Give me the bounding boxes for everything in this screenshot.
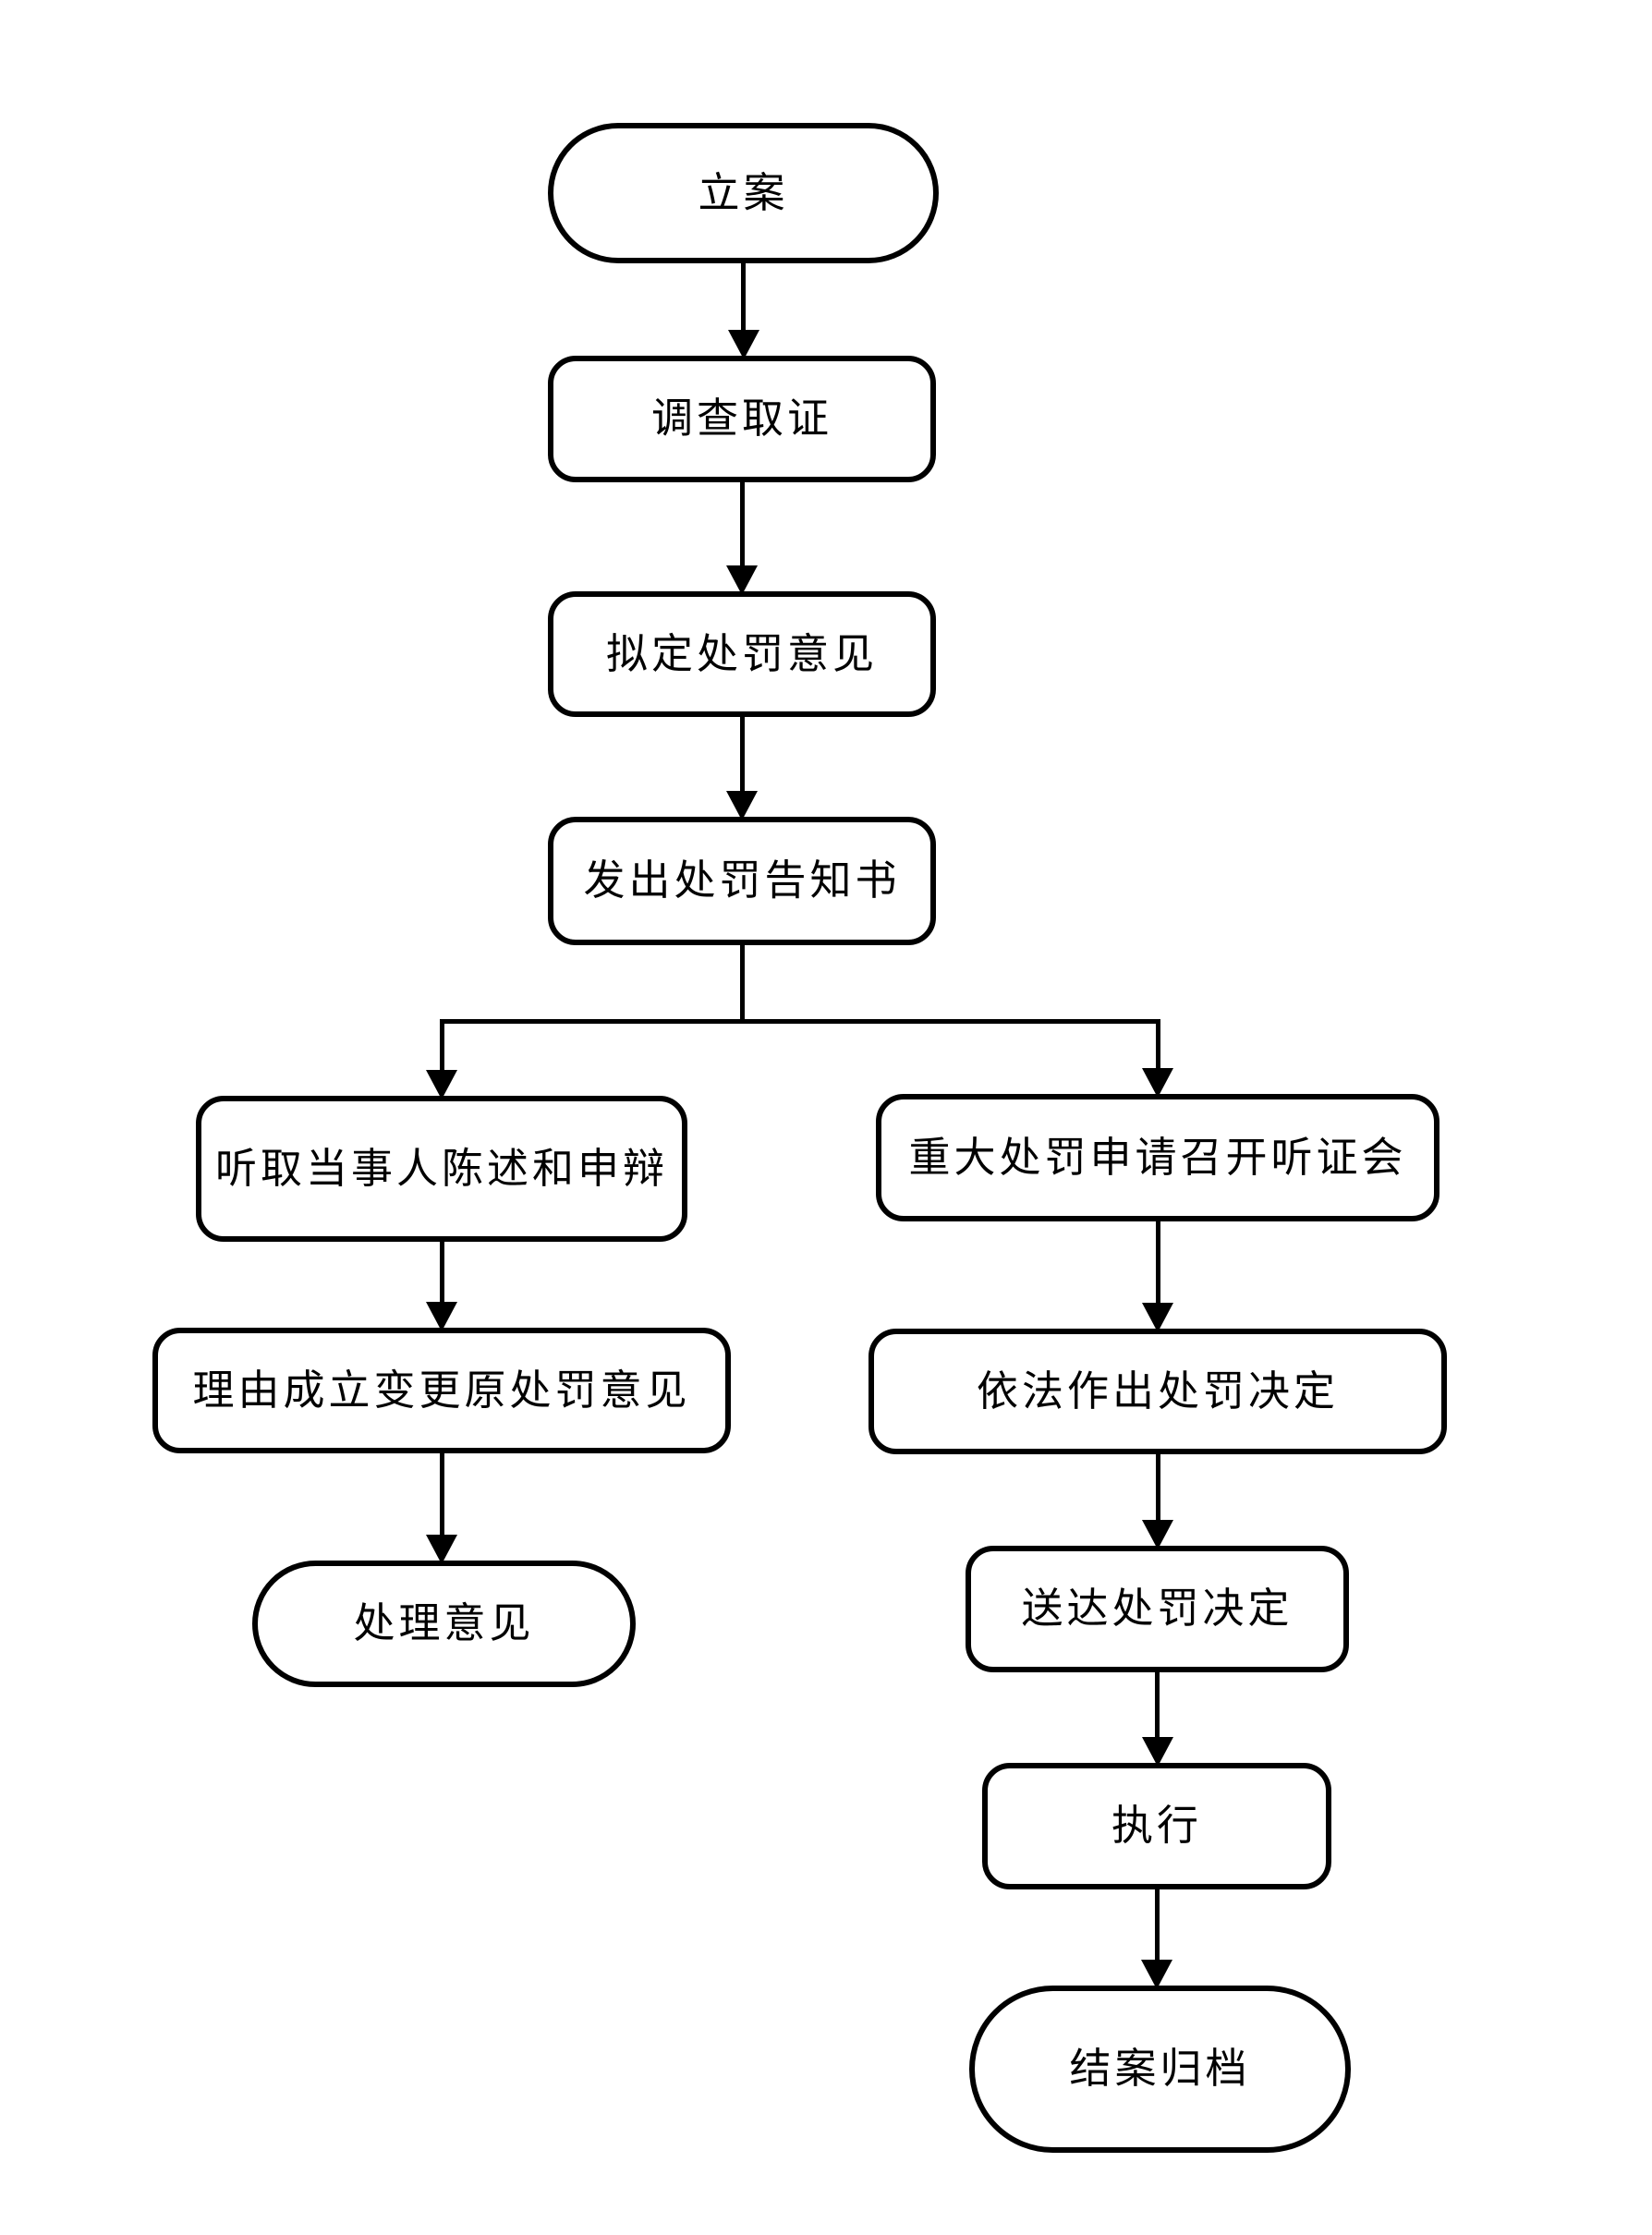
node-make-penalty-decision-label: 依法作出处罚决定 xyxy=(976,1367,1339,1415)
node-hear-statement-defense: 听取当事人陈述和申辩 xyxy=(196,1096,687,1242)
edge-line xyxy=(739,715,745,791)
arrowhead-icon xyxy=(426,1302,457,1331)
node-investigation-label: 调查取证 xyxy=(650,395,832,442)
node-deliver-decision-label: 送达处罚决定 xyxy=(1021,1585,1294,1632)
node-make-penalty-decision: 依法作出处罚决定 xyxy=(869,1329,1447,1454)
node-execute-label: 执行 xyxy=(1111,1803,1202,1849)
node-close-archive-label: 结案归档 xyxy=(1069,2046,1251,2092)
node-major-penalty-hearing-label: 重大处罚申请召开听证会 xyxy=(908,1134,1407,1181)
arrowhead-icon xyxy=(1142,1520,1173,1549)
arrowhead-icon xyxy=(726,791,758,820)
node-resolution-opinion: 处理意见 xyxy=(252,1561,636,1687)
node-resolution-opinion-label: 处理意见 xyxy=(353,1600,535,1646)
arrowhead-icon xyxy=(1141,1960,1172,1989)
edge-line xyxy=(1155,1452,1160,1520)
node-issue-penalty-notice: 发出处罚告知书 xyxy=(548,817,936,945)
node-investigation: 调查取证 xyxy=(548,356,936,482)
node-draft-penalty-opinion: 拟定处罚意见 xyxy=(548,591,936,717)
edge-line xyxy=(741,261,746,330)
edge-line xyxy=(1155,1220,1160,1303)
arrowhead-icon xyxy=(727,330,759,359)
node-major-penalty-hearing: 重大处罚申请召开听证会 xyxy=(876,1094,1439,1221)
edge-line xyxy=(739,480,745,565)
branch-drop-line xyxy=(1155,1019,1160,1068)
branch-drop-line xyxy=(439,1019,444,1070)
edge-line xyxy=(439,1240,444,1302)
arrowhead-icon xyxy=(726,565,758,595)
edge-line xyxy=(1155,1670,1160,1737)
node-close-archive: 结案归档 xyxy=(969,1986,1351,2153)
node-hear-statement-defense-label: 听取当事人陈述和申辩 xyxy=(214,1145,668,1192)
node-revise-opinion: 理由成立变更原处罚意见 xyxy=(152,1328,731,1453)
arrowhead-icon xyxy=(426,1535,457,1564)
edge-line xyxy=(1154,1888,1160,1960)
node-issue-penalty-notice-label: 发出处罚告知书 xyxy=(583,857,901,904)
node-execute: 执行 xyxy=(982,1763,1331,1889)
arrowhead-icon xyxy=(1142,1303,1173,1332)
arrowhead-icon xyxy=(426,1070,457,1099)
branch-stem-line xyxy=(739,943,745,1024)
arrowhead-icon xyxy=(1141,1737,1173,1767)
node-deliver-decision: 送达处罚决定 xyxy=(966,1546,1349,1672)
edge-line xyxy=(439,1452,444,1535)
node-case-filing: 立案 xyxy=(548,123,939,263)
node-revise-opinion-label: 理由成立变更原处罚意见 xyxy=(192,1367,691,1414)
node-draft-penalty-opinion-label: 拟定处罚意见 xyxy=(605,630,878,677)
arrowhead-icon xyxy=(1142,1068,1173,1098)
branch-rail-line xyxy=(439,1019,1160,1024)
node-case-filing-label: 立案 xyxy=(698,169,789,216)
